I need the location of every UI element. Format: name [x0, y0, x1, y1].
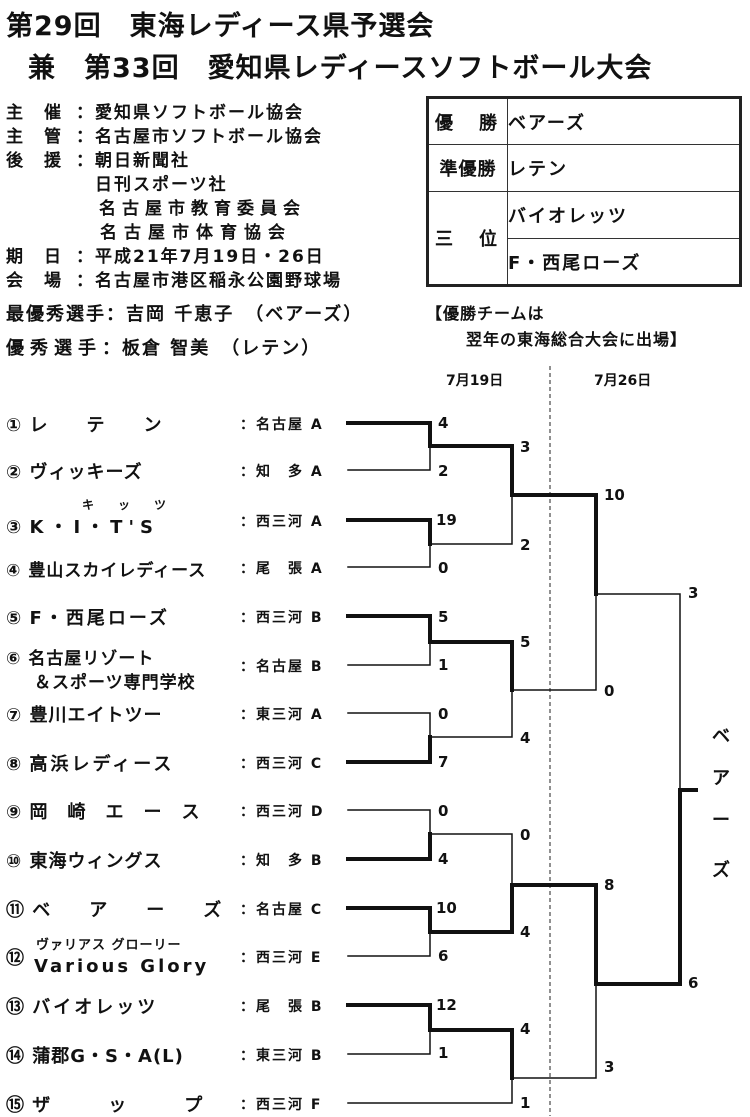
- score-r1-14: 1: [438, 1044, 449, 1062]
- team-7: ⑦ 豊川エイトツー: [6, 705, 163, 726]
- team-2: ② ヴィッキーズ: [6, 462, 143, 483]
- score-r2-5: 0: [520, 826, 531, 844]
- team-3-region: ：西三河 A: [240, 514, 324, 530]
- team-8: ⑧ 高浜レディース: [6, 754, 175, 775]
- winner-name: ベアーズ: [507, 97, 741, 145]
- score-r1-4: 0: [438, 559, 449, 577]
- score-r2-3: 5: [520, 633, 531, 651]
- score-r1-5: 5: [438, 608, 449, 626]
- info-sponsor-4: 名古屋市体育協会: [76, 223, 292, 243]
- team-15: ⑮ ザ ッ プ: [6, 1095, 204, 1116]
- score-r2-2: 2: [520, 536, 531, 554]
- team-5: ⑤ F・西尾ローズ: [6, 608, 170, 629]
- team-6-region: ：名古屋 B: [240, 659, 324, 675]
- team-1-region: ：名古屋 A: [240, 417, 324, 433]
- winner-label: 優 勝: [427, 97, 508, 145]
- champion-char-4: ズ: [712, 860, 730, 881]
- score-r1-12: 6: [438, 947, 449, 965]
- score-r1-11: 10: [436, 899, 457, 917]
- team-6-line2: ＆スポーツ専門学校: [34, 673, 196, 693]
- team-14: ⑭ 蒲郡G・S・A(L): [6, 1046, 184, 1067]
- date-day2: 7月26日: [594, 373, 652, 389]
- team-12-ruby: ヴァリアス グローリー: [36, 938, 182, 953]
- third-name-1: バイオレッツ: [507, 191, 741, 239]
- date-day1: 7月19日: [446, 373, 504, 389]
- champion-char-1: ベ: [712, 726, 730, 747]
- score-r2-7: 4: [520, 1020, 531, 1038]
- team-12: Various Glory: [34, 956, 210, 977]
- champion-char-2: ア: [712, 768, 730, 789]
- score-r3-4: 3: [604, 1058, 615, 1076]
- score-r1-1: 4: [438, 414, 449, 432]
- team-3: ③ K・I・T'S: [6, 517, 159, 538]
- score-final-2: 6: [688, 974, 699, 992]
- score-r1-9: 0: [438, 802, 449, 820]
- team-8-region: ：西三河 C: [240, 756, 324, 772]
- info-sponsor-3: 名古屋市教育委員会: [76, 199, 306, 219]
- team-4-region: ：尾 張 A: [240, 561, 324, 577]
- score-r3-1: 10: [604, 486, 625, 504]
- score-r2-15: 1: [520, 1094, 531, 1112]
- team-5-region: ：西三河 B: [240, 610, 324, 626]
- info-organizer: 主 催：愛知県ソフトボール協会: [6, 103, 304, 123]
- champion-char-3: ー: [712, 810, 730, 831]
- team-11-region: ：名古屋 C: [240, 902, 324, 918]
- award-outstanding: 優秀選手：板倉 智美 （レテン）: [6, 338, 322, 359]
- award-mvp: 最優秀選手：吉岡 千恵子 （ベアーズ）: [6, 304, 364, 325]
- team-7-region: ：東三河 A: [240, 707, 324, 723]
- score-r1-3: 19: [436, 511, 457, 529]
- team-4: ④ 豊山スカイレディース: [6, 561, 207, 581]
- score-r1-8: 7: [438, 753, 449, 771]
- info-management: 主 管：名古屋市ソフトボール協会: [6, 127, 323, 147]
- score-r1-13: 12: [436, 996, 457, 1014]
- note-line1: 【優勝チームは: [426, 304, 545, 323]
- third-name-2: F・西尾ローズ: [507, 238, 741, 286]
- score-r3-2: 0: [604, 682, 615, 700]
- team-13-region: ：尾 張 B: [240, 999, 324, 1015]
- score-r3-3: 8: [604, 876, 615, 894]
- score-r2-1: 3: [520, 438, 531, 456]
- score-r2-4: 4: [520, 729, 531, 747]
- team-10-region: ：知 多 B: [240, 853, 324, 869]
- team-15-region: ：西三河 F: [240, 1097, 323, 1113]
- team-10: ⑩ 東海ウィングス: [6, 851, 163, 872]
- team-13: ⑬ バイオレッツ: [6, 997, 159, 1018]
- team-11: ⑪ ベ ア ー ズ: [6, 900, 223, 921]
- runnerup-name: レテン: [507, 144, 741, 192]
- score-r1-2: 2: [438, 462, 449, 480]
- team-14-region: ：東三河 B: [240, 1048, 324, 1064]
- team-9: ⑨ 岡 崎 エ ー ス: [6, 802, 201, 823]
- team-3-ruby: キ ッ ツ: [82, 498, 173, 512]
- team-2-region: ：知 多 A: [240, 464, 324, 480]
- score-r2-6: 4: [520, 923, 531, 941]
- team-9-region: ：西三河 D: [240, 804, 325, 820]
- results-table: 優 勝 ベアーズ 準優勝 レテン 三 位 バイオレッツ F・西尾ローズ: [426, 96, 742, 287]
- score-r1-7: 0: [438, 705, 449, 723]
- score-r1-10: 4: [438, 850, 449, 868]
- info-sponsor: 後 援：朝日新聞社: [6, 151, 190, 171]
- team-12-num: ⑫: [6, 948, 25, 969]
- info-sponsor-2: 日刊スポーツ社: [76, 175, 228, 195]
- title-line2: 兼 第33回 愛知県レディースソフトボール大会: [28, 53, 653, 84]
- score-r1-6: 1: [438, 656, 449, 674]
- note-line2: 翌年の東海総合大会に出場】: [466, 330, 688, 349]
- info-venue: 会 場：名古屋市港区稲永公園野球場: [6, 271, 342, 291]
- team-12-region: ：西三河 E: [240, 950, 323, 966]
- runnerup-label: 準優勝: [427, 144, 508, 192]
- score-final-1: 3: [688, 584, 699, 602]
- info-date: 期 日：平成21年7月19日・26日: [6, 247, 325, 267]
- team-6: ⑥ 名古屋リゾート: [6, 649, 155, 669]
- title-line1: 第29回 東海レディース県予選会: [6, 11, 435, 42]
- team-1: ① レ テ ン: [6, 415, 163, 436]
